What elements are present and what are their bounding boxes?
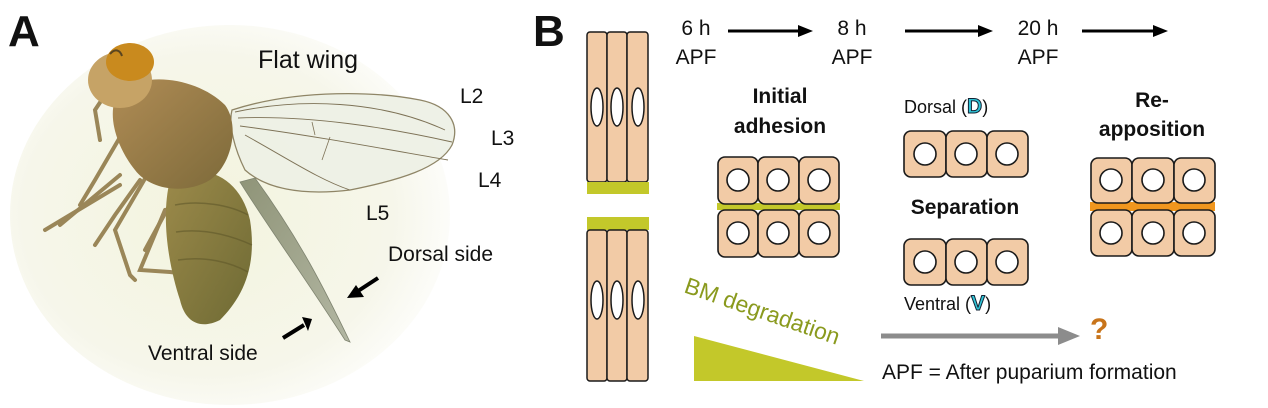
arrow-ventral-icon — [281, 317, 312, 340]
initial-adhesion-cells — [717, 156, 840, 258]
vein-label-l3: L3 — [491, 127, 515, 150]
unknown-question-mark: ? — [1090, 313, 1109, 346]
panel-label-a: A — [8, 7, 40, 56]
timepoint-8h-unit: APF — [831, 46, 873, 69]
dorsal-label: Dorsal (D) — [904, 95, 989, 118]
timepoint-8h: 8 h — [837, 17, 867, 40]
fly-thorax — [112, 79, 233, 189]
dorsal-side-label: Dorsal side — [388, 243, 494, 266]
ventral-side-label: Ventral side — [148, 342, 258, 365]
bm-degradation-label: BM degradation — [681, 272, 843, 349]
columnar-epithelium-dorsal — [586, 31, 649, 183]
dorsal-label-text: Dorsal ( — [904, 97, 968, 117]
timepoint-20h: 20 h — [1017, 17, 1059, 40]
reapposition-cells — [1090, 157, 1216, 257]
dorsal-close-paren: ) — [982, 97, 989, 117]
ventral-close-paren: ) — [985, 294, 992, 314]
separation-ventral-cells — [903, 238, 1029, 286]
ventral-label-text: Ventral ( — [904, 294, 972, 314]
columnar-epithelium-ventral — [586, 229, 649, 382]
fly-eye — [106, 43, 154, 81]
flat-wing-title: Flat wing — [258, 46, 359, 74]
bm-degradation-wedge — [694, 336, 864, 381]
timepoint-20h-unit: APF — [1017, 46, 1059, 69]
arrow-dorsal-icon — [347, 276, 380, 298]
vein-label-l5: L5 — [366, 202, 390, 225]
timepoint-6h-unit: APF — [675, 46, 717, 69]
timepoint-6h: 6 h — [681, 17, 711, 40]
dorsal-letter-icon: D — [967, 95, 983, 118]
panel-label-b: B — [533, 7, 565, 56]
apf-footnote: APF = After puparium formation — [882, 361, 1177, 384]
ventral-label: Ventral (V) — [904, 292, 992, 315]
stage-initial-line1: Initial — [752, 85, 808, 108]
basement-membrane-dorsal — [587, 182, 649, 194]
stage-initial-line2: adhesion — [733, 115, 827, 138]
stage-reapposition-line2: apposition — [1098, 118, 1206, 141]
vein-label-l4: L4 — [478, 169, 502, 192]
stage-reapposition-line1: Re- — [1135, 89, 1169, 112]
flat-wing — [230, 93, 456, 193]
fly-abdomen — [165, 171, 252, 325]
ventral-letter-icon: V — [971, 292, 986, 315]
vein-label-l2: L2 — [460, 85, 484, 108]
basement-membrane-ventral — [587, 217, 649, 230]
stage-separation: Separation — [910, 196, 1020, 219]
edge-on-wing — [239, 177, 351, 343]
fly-photo — [0, 0, 560, 408]
separation-dorsal-cells — [903, 130, 1029, 178]
